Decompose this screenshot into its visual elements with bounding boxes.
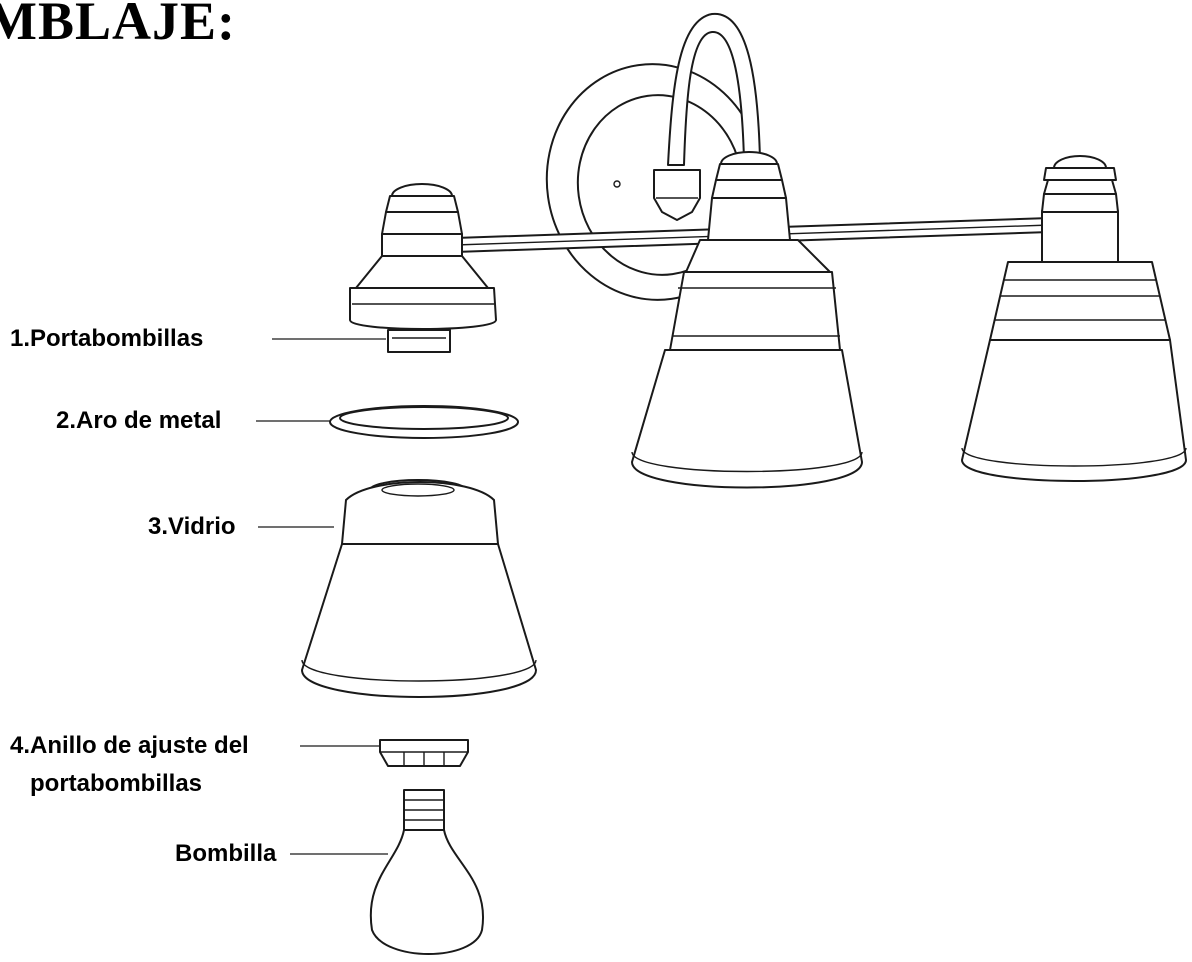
- page-title: MBLAJE:: [0, 0, 236, 51]
- adjusting-ring: [379, 739, 469, 767]
- right-shade: [961, 155, 1187, 482]
- metal-ring: [329, 405, 519, 439]
- middle-shade: [631, 151, 863, 489]
- label-vidrio: 3.Vidrio: [148, 513, 236, 540]
- label-anillo-de-ajuste-line2: portabombillas: [30, 770, 203, 797]
- label-aro-de-metal: 2.Aro de metal: [56, 407, 222, 434]
- leader-lines: [256, 338, 388, 855]
- glass-shade: [301, 479, 537, 698]
- label-portabombillas: 1.Portabombillas: [10, 325, 204, 352]
- light-bulb: [369, 789, 485, 955]
- left-socket: [349, 183, 497, 353]
- label-anillo-de-ajuste: 4.Anillo de ajuste del: [10, 732, 249, 759]
- label-bombilla: Bombilla: [175, 840, 277, 867]
